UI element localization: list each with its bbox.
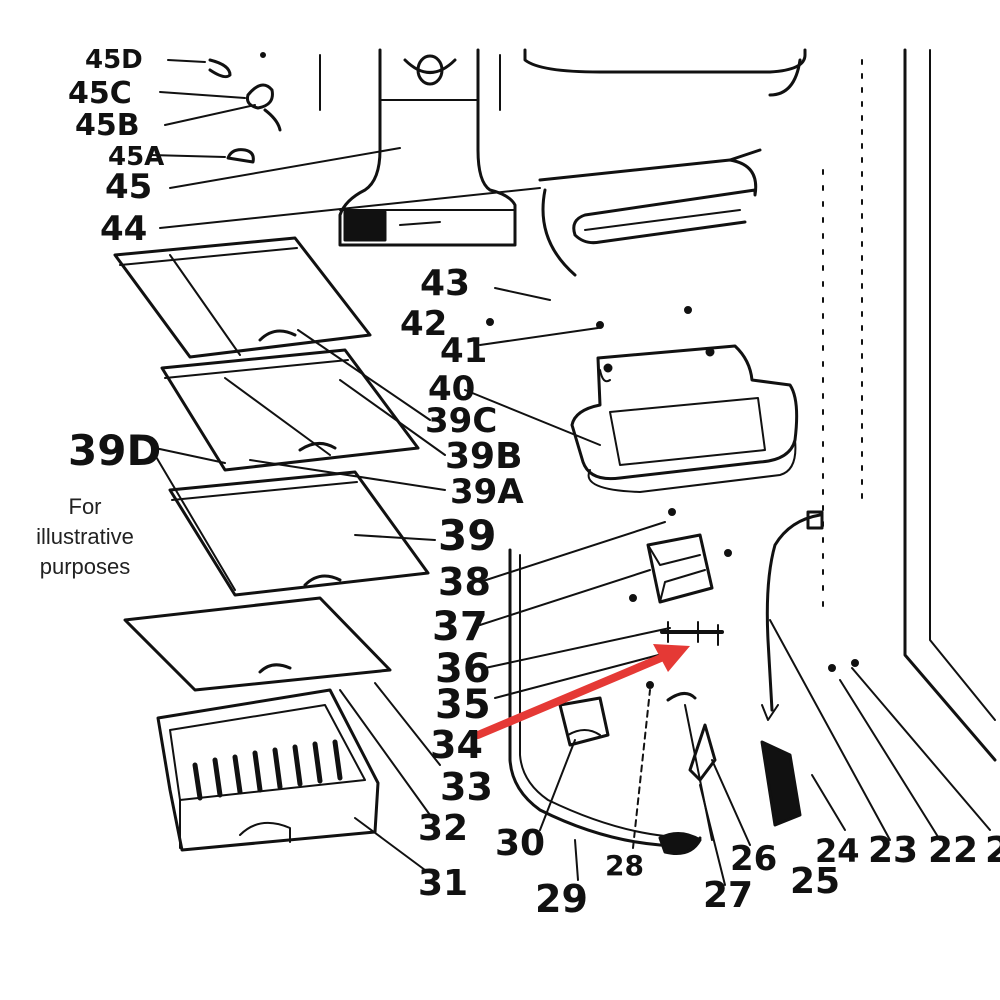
part-label-23: 23 — [868, 830, 918, 871]
cabinet-wall — [822, 48, 997, 762]
part-label-45a: 45A — [108, 142, 164, 172]
part-label-28: 28 — [605, 849, 644, 882]
part-label-44: 44 — [100, 209, 147, 249]
part-label-22: 22 — [928, 830, 978, 871]
part-label-34: 34 — [430, 723, 483, 767]
part-label-45c: 45C — [68, 76, 132, 111]
hardware-screws — [260, 52, 859, 689]
part-label-38: 38 — [438, 560, 491, 604]
part-label-32: 32 — [418, 808, 468, 849]
heater-25 — [760, 740, 846, 831]
part-label-39d: 39D — [68, 426, 161, 475]
tube-23 — [761, 510, 824, 721]
part-label-42: 42 — [400, 304, 447, 344]
part-label-39b: 39B — [445, 436, 523, 477]
crisper-drawer — [156, 688, 380, 852]
control-housing — [319, 48, 517, 247]
caption-line: purposes — [39, 554, 131, 579]
illustrative-caption: For illustrative purposes — [10, 492, 160, 582]
part-label-45: 45 — [105, 167, 152, 207]
part-label-37: 37 — [432, 604, 488, 650]
part-label-45b: 45B — [75, 108, 140, 143]
shelf-third — [168, 470, 430, 597]
small-parts-45 — [208, 58, 282, 164]
part-label-21: 2 — [985, 830, 1000, 871]
damper-bar-36 — [660, 621, 724, 646]
caption-line: illustrative — [36, 524, 134, 549]
part-label-24: 24 — [815, 832, 860, 870]
part-label-40: 40 — [428, 369, 475, 409]
part-label-39: 39 — [438, 511, 496, 560]
part-label-25: 25 — [790, 861, 840, 902]
caption-line: For — [68, 494, 102, 519]
part-label-35: 35 — [435, 682, 491, 728]
part-label-33: 33 — [440, 765, 493, 809]
part-label-29: 29 — [535, 877, 588, 921]
housing-30 — [558, 696, 610, 747]
part-label-45d: 45D — [85, 45, 143, 75]
part-label-39c: 39C — [425, 401, 497, 441]
bracket-37 — [646, 533, 714, 604]
part-label-43: 43 — [420, 263, 470, 304]
part-label-30: 30 — [495, 823, 545, 864]
part-label-26: 26 — [730, 839, 777, 879]
highlight-arrow — [474, 644, 690, 739]
crisper-cover — [123, 596, 392, 692]
part-label-39a: 39A — [450, 472, 524, 512]
shelf-second — [160, 348, 420, 472]
dairy-bin — [570, 344, 799, 493]
drain-tube-29 — [508, 548, 702, 855]
part-label-31: 31 — [418, 863, 468, 904]
shelf-top — [113, 236, 372, 359]
part-label-41: 41 — [440, 331, 487, 371]
upper-assembly — [523, 48, 807, 277]
leader-lines — [149, 59, 991, 886]
part-label-36: 36 — [435, 646, 491, 692]
part-label-27: 27 — [703, 875, 753, 916]
